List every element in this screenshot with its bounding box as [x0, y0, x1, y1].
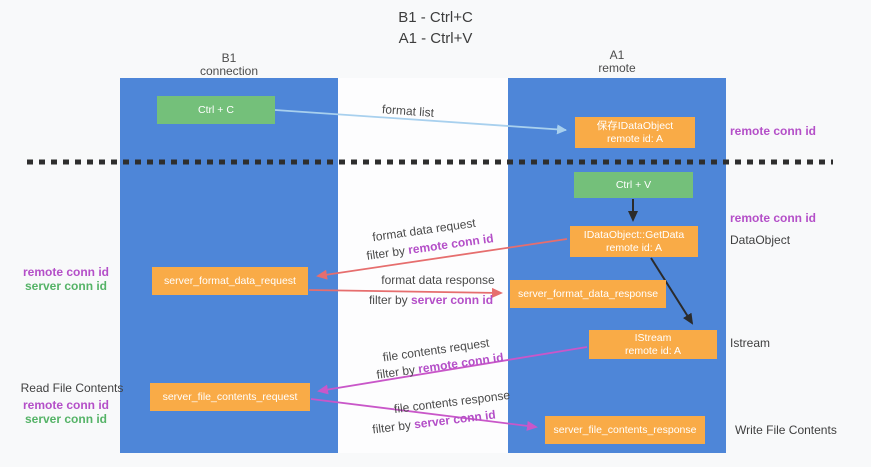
save-idataobject-box: 保存IDataObject remote id: A	[575, 117, 695, 148]
server-format-data-response-label: server_format_data_response	[517, 288, 659, 300]
save-idataobject-line2: remote id: A	[606, 132, 664, 145]
left-format-conn-id-group: remote conn id server conn id	[18, 265, 114, 293]
server-conn-id-text: server conn id	[411, 293, 494, 307]
istream-line1: IStream	[634, 331, 672, 344]
getdata-line1: IDataObject::GetData	[583, 228, 685, 241]
left-remote-conn-id-2: remote conn id	[22, 398, 109, 412]
right-column-header: A1 remote	[508, 49, 726, 75]
server-format-data-request-label: server_format_data_request	[164, 275, 296, 287]
getdata-line2: remote id: A	[605, 241, 663, 254]
ctrl-c-label: Ctrl + C	[198, 104, 234, 116]
write-file-contents-label: Write File Contents	[735, 423, 837, 437]
server-file-contents-response-box: server_file_contents_response	[545, 416, 705, 444]
dataobject-label: DataObject	[730, 233, 791, 247]
right-remote-conn-id-1: remote conn id	[730, 124, 817, 138]
server-file-contents-request-label: server_file_contents_request	[162, 391, 298, 403]
server-file-contents-response-label: server_file_contents_response	[553, 424, 697, 436]
server-format-data-request-box: server_format_data_request	[152, 267, 308, 295]
left-column-header: B1 connection	[120, 52, 338, 78]
left-column-name: B1	[221, 51, 237, 65]
left-server-conn-id-1: server conn id	[24, 279, 108, 293]
server-format-data-response-box: server_format_data_response	[510, 280, 666, 308]
filter-by-text: filter by	[368, 293, 408, 307]
left-column-role: connection	[199, 64, 259, 78]
format-data-response-label: format data response	[381, 273, 495, 287]
right-column-name: A1	[609, 48, 625, 62]
title-line-2: A1 - Ctrl+V	[398, 30, 473, 47]
ctrl-v-label: Ctrl + V	[615, 179, 652, 191]
left-file-conn-id-group: remote conn id server conn id	[18, 398, 114, 426]
istream-side-label: Istream	[730, 336, 771, 350]
diagram-title: B1 - Ctrl+C A1 - Ctrl+V	[0, 7, 871, 49]
left-server-conn-id-2: server conn id	[24, 412, 108, 426]
title-line-1: B1 - Ctrl+C	[398, 9, 473, 26]
left-remote-conn-id-1: remote conn id	[22, 265, 109, 279]
server-file-contents-request-box: server_file_contents_request	[150, 383, 310, 411]
format-data-response-filter-label: filter by server conn id	[369, 293, 493, 307]
save-idataobject-line1: 保存IDataObject	[596, 119, 674, 132]
read-file-contents-label: Read File Contents	[20, 381, 124, 395]
ctrl-v-box: Ctrl + V	[574, 172, 693, 198]
right-column-role: remote	[598, 61, 636, 75]
istream-line2: remote id: A	[624, 344, 682, 357]
ctrl-c-box: Ctrl + C	[157, 96, 275, 124]
istream-box: IStream remote id: A	[589, 330, 717, 359]
idataobject-getdata-box: IDataObject::GetData remote id: A	[570, 226, 698, 257]
right-remote-conn-id-2: remote conn id	[730, 211, 817, 225]
